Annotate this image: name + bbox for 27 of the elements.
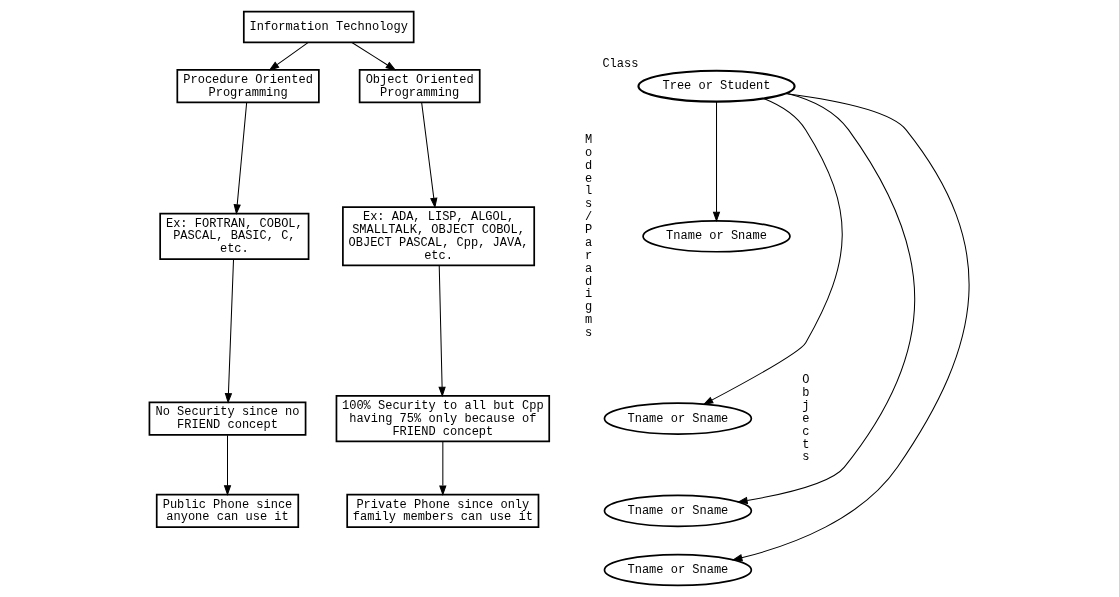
node-label: Class [602,57,639,72]
node-ellipse: Tname or Sname [642,220,791,253]
arrow [438,265,446,398]
node-box: Object Oriented Programming [358,69,481,104]
arrow [224,258,235,404]
arrow [737,92,916,505]
node-box: Public Phone since anyone can use it [155,493,300,528]
arrow [731,93,970,562]
node-box: Private Phone since only family members can use it [346,493,540,528]
node-ellipse: Tname or Sname [603,402,753,435]
arrow [439,440,447,497]
arrow [223,434,232,496]
arrow [351,41,397,71]
arrow [421,102,438,209]
label: Models/Paradigms [585,132,593,340]
node-box: Ex: ADA, LISP, ALGOL, SMALLTALK, OBJECT COBOL, OBJECT PASCAL, Cpp, JAVA, etc. [342,206,536,267]
node-box: Procedure Oriented Programming [176,69,320,104]
arrow [233,102,248,215]
node-ellipse: Tree or Student [637,69,796,103]
label: Objects [802,373,810,465]
node-box: Ex: FORTRAN, COBOL, PASCAL, BASIC, C, etc. [159,212,310,260]
node-box: Information Technology [242,10,415,44]
node-box: No Security since no FRIEND concept [148,401,307,436]
arrow [702,98,843,405]
node-box: 100% Security to all but Cpp having 75% only because of FRIEND concept [335,395,551,443]
arrow [712,101,721,223]
arrow [268,42,309,71]
